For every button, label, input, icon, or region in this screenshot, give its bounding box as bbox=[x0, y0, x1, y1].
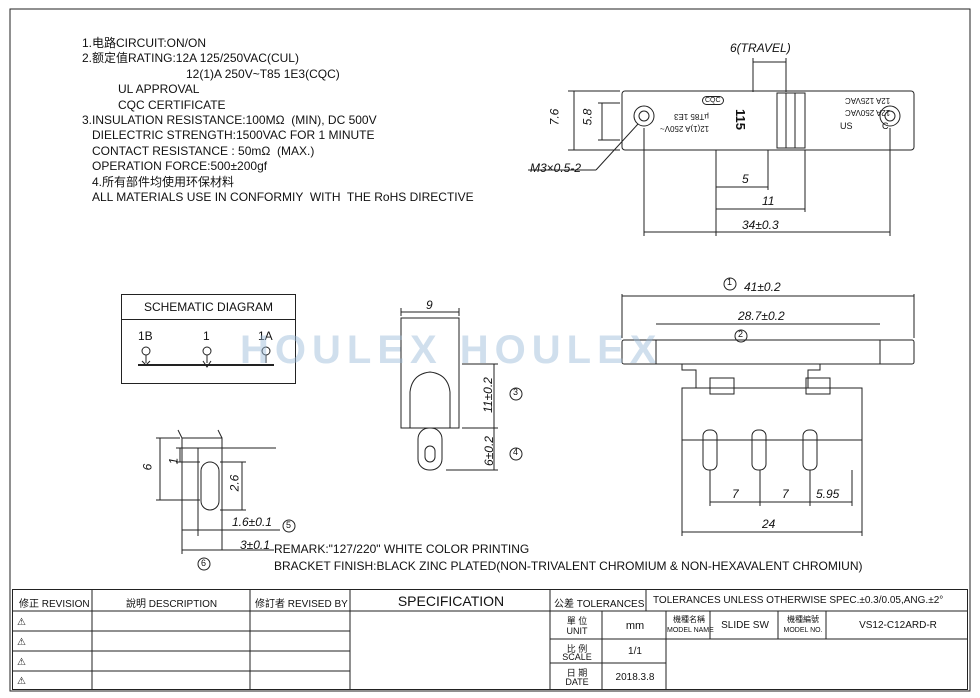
pitch-7-right: 7 bbox=[782, 487, 789, 501]
callout-5: 5 bbox=[286, 520, 292, 530]
callout-2: 2 bbox=[738, 329, 744, 339]
terminal-width-1-6: 1.6±0.1 bbox=[232, 515, 272, 529]
revision-triangle-4: ⚠ bbox=[17, 676, 26, 687]
model-no-label-cn: 機種編號 bbox=[787, 615, 819, 624]
revised-by-header: 修訂者 REVISED BY bbox=[255, 599, 348, 610]
front-width-28-7: 28.7±0.2 bbox=[738, 309, 785, 323]
schematic-diagram: SCHEMATIC DIAGRAM 1B 1 1A bbox=[121, 294, 296, 384]
side-width-dimension-9: 9 bbox=[426, 298, 433, 312]
title-block: 修正 REVISION 說明 DESCRIPTION 修訂者 REVISED B… bbox=[12, 589, 968, 690]
model-no-value: VS12-C12ARD-R bbox=[859, 620, 937, 631]
model-name-label-cn: 機種名稱 bbox=[673, 615, 705, 624]
unit-label-cn: 單 位 bbox=[566, 616, 588, 626]
callout-3: 3 bbox=[513, 387, 519, 397]
spec-line-rating: 2.额定值RATING:12A 125/250VAC(CUL) bbox=[82, 51, 299, 66]
callout-4: 4 bbox=[513, 447, 519, 457]
date-label: DATE bbox=[565, 677, 589, 687]
spec-line-contact: CONTACT RESISTANCE : 50mΩ (MAX.) bbox=[92, 143, 315, 158]
cert-mark-us: US bbox=[840, 121, 853, 131]
revision-triangle-2: ⚠ bbox=[17, 637, 26, 648]
unit-label: UNIT bbox=[566, 626, 588, 636]
remarks: REMARK:"127/220" WHITE COLOR PRINTING BR… bbox=[274, 541, 863, 575]
date-value: 2018.3.8 bbox=[615, 672, 655, 683]
revision-triangle-1: ⚠ bbox=[17, 617, 26, 628]
callout-1: 1 bbox=[727, 277, 733, 287]
revision-triangle-3: ⚠ bbox=[17, 657, 26, 668]
spec-line-circuit: 1.电路CIRCUIT:ON/ON bbox=[82, 36, 207, 50]
scale-label: SCALE bbox=[562, 652, 592, 662]
callout-6: 6 bbox=[201, 558, 207, 568]
cert-mark-c: C bbox=[882, 121, 889, 131]
width-dimension-5: 5 bbox=[742, 172, 749, 186]
spec-line-dielectric: DIELECTRIC STRENGTH:1500VAC FOR 1 MINUTE bbox=[92, 128, 375, 143]
watermark: HOULEX HOULEX bbox=[240, 328, 663, 372]
width-dimension-11: 11 bbox=[762, 194, 775, 208]
title-block-grid bbox=[12, 589, 968, 690]
description-header: 說明 DESCRIPTION bbox=[126, 599, 218, 610]
schematic-symbol bbox=[138, 346, 274, 368]
spec-notes: 1.电路CIRCUIT:ON/ON 2.额定值RATING:12A 125/25… bbox=[82, 36, 474, 205]
thread-callout: M3×0.5-2 bbox=[530, 161, 582, 175]
unit-value: mm bbox=[625, 620, 645, 632]
remark-bracket-finish: BRACKET FINISH:BLACK ZINC PLATED(NON-TRI… bbox=[274, 559, 863, 573]
spec-line-materials-cn: 4.所有部件均使用环保材料 bbox=[92, 174, 235, 189]
pin-label-1b: 1B bbox=[138, 329, 153, 343]
pitch-5-95: 5.95 bbox=[816, 487, 840, 501]
spec-line-materials: ALL MATERIALS USE IN CONFORMIY WITH THE … bbox=[92, 190, 474, 205]
scale-label-cn: 比 例 bbox=[566, 644, 588, 654]
cqc-mark: CQC bbox=[702, 96, 724, 105]
width-dimension-34: 34±0.3 bbox=[742, 218, 779, 232]
schematic-title: SCHEMATIC DIAGRAM bbox=[122, 295, 295, 320]
pitch-7-left: 7 bbox=[732, 487, 739, 501]
terminal-width-3: 3±0.1 bbox=[240, 538, 270, 552]
model-no-label: MODEL NO. bbox=[783, 627, 823, 634]
travel-dimension: 6(TRAVEL) bbox=[730, 41, 791, 55]
spec-line-force: OPERATION FORCE:500±200gf bbox=[92, 159, 268, 174]
tolerances-label: 公差 TOLERANCES bbox=[554, 599, 645, 610]
revision-header: 修正 REVISION bbox=[19, 599, 90, 610]
model-name-value: SLIDE SW bbox=[721, 620, 769, 631]
spec-line-cqc: CQC CERTIFICATE bbox=[118, 97, 226, 112]
spec-line-insulation: 3.INSULATION RESISTANCE:100MΩ (MIN), DC … bbox=[82, 113, 377, 128]
pin-label-1: 1 bbox=[203, 329, 210, 343]
front-width-24: 24 bbox=[762, 517, 776, 531]
model-name-label: MODEL NAME bbox=[667, 627, 714, 634]
scale-value: 1/1 bbox=[628, 646, 642, 657]
tolerances-value: TOLERANCES UNLESS OTHERWISE SPEC.±0.3/0.… bbox=[653, 595, 944, 606]
remark-printing: REMARK:"127/220" WHITE COLOR PRINTING bbox=[274, 542, 530, 556]
pin-label-1a: 1A bbox=[258, 329, 273, 343]
spec-line-ul: UL APPROVAL bbox=[118, 82, 200, 97]
front-width-41: 41±0.2 bbox=[744, 280, 781, 294]
date-label-cn: 日 期 bbox=[566, 668, 588, 678]
specification-title: SPECIFICATION bbox=[397, 593, 505, 609]
spec-line-rating-cqc: 12(1)A 250V~T85 1E3(CQC) bbox=[186, 66, 340, 81]
